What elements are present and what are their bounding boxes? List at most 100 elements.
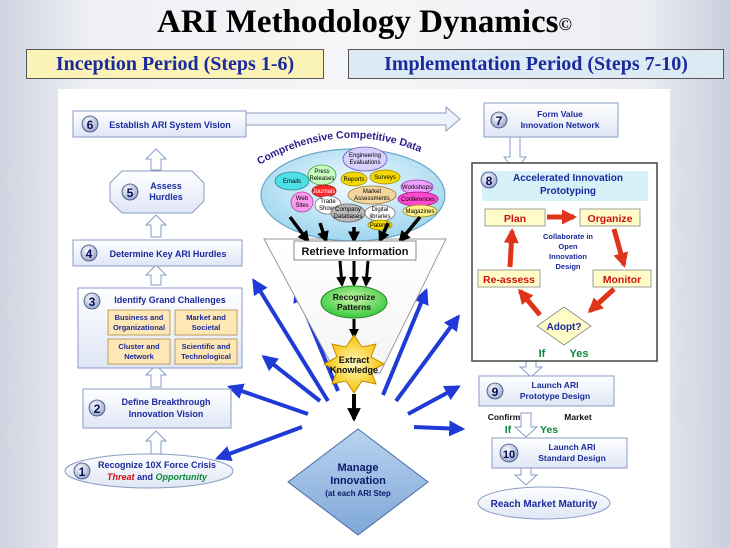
monitor-label: Monitor xyxy=(603,274,642,286)
bubble-press xyxy=(307,164,337,186)
manage-arrow-to-step9 xyxy=(407,385,461,416)
step-1-ellipse: 1 Recognize 10X Force Crisis Threat and … xyxy=(64,453,234,489)
monitor-to-adopt-arrow xyxy=(587,287,616,314)
recognize-patterns-ellipse xyxy=(320,285,388,319)
collaborate-text4: Design xyxy=(555,262,580,271)
step-8-label1: Accelerated Innovation xyxy=(513,173,623,184)
step-8-yes: Yes xyxy=(570,348,589,360)
bubble-company-text1: Company xyxy=(335,207,361,213)
step-7-label2: Innovation Network xyxy=(521,120,600,130)
bubble-workshops-text: Workshops xyxy=(402,185,432,191)
step-4-number: 4 xyxy=(86,247,93,261)
bubble-engineering-text1: Engineering xyxy=(349,153,381,159)
recognize-patterns-text1: Recognize xyxy=(333,292,376,302)
data-arrow-5 xyxy=(398,215,422,243)
monitor-box xyxy=(592,269,652,288)
bubble-emails xyxy=(274,171,310,191)
step-3-label: Identify Grand Challenges xyxy=(114,295,226,305)
data-arrow-1 xyxy=(288,215,310,243)
step-1-label2: Threat and Opportunity xyxy=(107,472,208,482)
manage-arrow-to-step2 xyxy=(226,383,309,416)
step-6-box: 6 Establish ARI System Vision xyxy=(72,110,247,138)
manage-innovation-text2: Innovation xyxy=(330,475,386,487)
challenge-cluster-text1: Cluster and xyxy=(118,342,160,351)
step-10-box: 10 Launch ARI Standard Design xyxy=(491,437,628,469)
diagram-panel: Comprehensive Competitive Data Engineeri… xyxy=(58,89,670,548)
manage-arrow-to-step10 xyxy=(413,420,466,437)
step-4-box: 4 Determine Key ARI Hurdles xyxy=(72,239,243,267)
bubble-web-text2: Sites xyxy=(295,203,308,209)
step-2-label2: Innovation Vision xyxy=(129,409,204,419)
challenge-business-text1: Business and xyxy=(115,313,164,322)
reassess-to-plan-arrow xyxy=(503,228,519,268)
arrow-1-to-2 xyxy=(144,430,168,455)
step-4-label: Determine Key ARI Hurdles xyxy=(110,249,227,259)
bubble-trade-text2: Shows xyxy=(319,206,337,212)
step-10-label1: Launch ARI xyxy=(549,442,596,452)
bubble-reports-text: Reports xyxy=(343,177,364,183)
retrieve-arrow-3 xyxy=(361,260,372,288)
reassess-label: Re-assess xyxy=(483,274,535,286)
bubble-web-text1: Web xyxy=(296,196,309,202)
step-2-number: 2 xyxy=(94,402,101,416)
arrow-9-to-10 xyxy=(513,412,539,438)
manage-arrow-to-step8b xyxy=(394,314,460,403)
bubble-conferences-text: Conferences xyxy=(401,197,435,203)
step-1-label1: Recognize 10X Force Crisis xyxy=(98,460,216,470)
bubble-web xyxy=(290,191,314,213)
collaborate-text3: Innovation xyxy=(549,252,587,261)
bubble-journals-text: Journals xyxy=(313,189,336,195)
adopt-label: Adopt? xyxy=(547,322,582,333)
step-6-label: Establish ARI System Vision xyxy=(109,120,231,130)
bubble-digital-text1: Digital xyxy=(372,207,389,213)
page-title: ARI Methodology Dynamics© xyxy=(157,4,572,40)
market-maturity-label: Reach Market Maturity xyxy=(491,499,598,510)
background-code-right: 0 0 1 1 0 xyxy=(672,119,706,440)
bubble-market xyxy=(347,185,397,205)
plan-label: Plan xyxy=(504,213,526,225)
arrow-3-to-4 xyxy=(144,264,168,286)
bubble-emails-text: Emails xyxy=(283,179,301,185)
manage-arrow-to-step1 xyxy=(214,425,303,462)
step-9-yes: Yes xyxy=(540,424,558,436)
bubble-digital-text2: libraries xyxy=(369,214,390,220)
organize-box xyxy=(579,208,641,227)
retrieve-information-box xyxy=(293,240,417,261)
methodology-diagram: Comprehensive Competitive Data Engineeri… xyxy=(64,102,658,536)
arrow-8-to-9 xyxy=(518,360,544,378)
step-9-if: If xyxy=(505,424,512,436)
bubble-patents-text: Patents xyxy=(370,223,390,229)
manage-innovation-text1: Manage xyxy=(338,462,379,474)
step-5-label2: Hurdles xyxy=(149,192,183,202)
collaborate-text2: Open xyxy=(558,242,578,251)
challenge-scientific-text1: Scientific and xyxy=(182,342,231,351)
manage-arrow-to-step8 xyxy=(381,288,429,396)
bubble-trade-text1: Trade xyxy=(320,199,336,205)
step-8-if: If xyxy=(539,348,546,360)
step-8-number: 8 xyxy=(486,174,493,188)
step-9-label2: Prototype Design xyxy=(520,391,590,401)
bubble-press-text2: Releases xyxy=(309,176,334,182)
step-3-box: 3 Identify Grand Challenges Business and… xyxy=(77,287,243,369)
data-arrow-4 xyxy=(378,222,390,244)
challenge-scientific xyxy=(174,338,238,365)
manage-innovation-text3: (at each ARI Step xyxy=(325,489,391,498)
retrieve-information-label: Retrieve Information xyxy=(302,246,409,258)
challenge-cluster xyxy=(107,338,171,365)
bubble-press-text1: Press xyxy=(314,169,329,175)
implementation-period-banner: Implementation Period (Steps 7-10) xyxy=(348,49,724,79)
step-8-box: 8 Accelerated Innovation Prototyping Pla… xyxy=(471,162,658,362)
bubble-engineering xyxy=(342,146,388,172)
challenge-market-text2: Societal xyxy=(192,323,221,332)
data-arrow-2 xyxy=(317,222,329,244)
extract-knowledge-text1: Extract xyxy=(339,355,370,365)
manage-arrow-to-step4 xyxy=(252,278,330,403)
manage-innovation-diamond xyxy=(287,428,429,536)
challenge-market-text1: Market and xyxy=(186,313,226,322)
bubble-magazines-text: Magazines xyxy=(405,209,434,215)
step-2-label1: Define Breakthrough xyxy=(121,397,210,407)
arrow-5-to-6 xyxy=(144,148,168,171)
extract-knowledge-text2: Knowledge xyxy=(330,365,378,375)
bubble-market-text1: Market xyxy=(363,189,382,195)
challenge-market xyxy=(174,309,238,336)
